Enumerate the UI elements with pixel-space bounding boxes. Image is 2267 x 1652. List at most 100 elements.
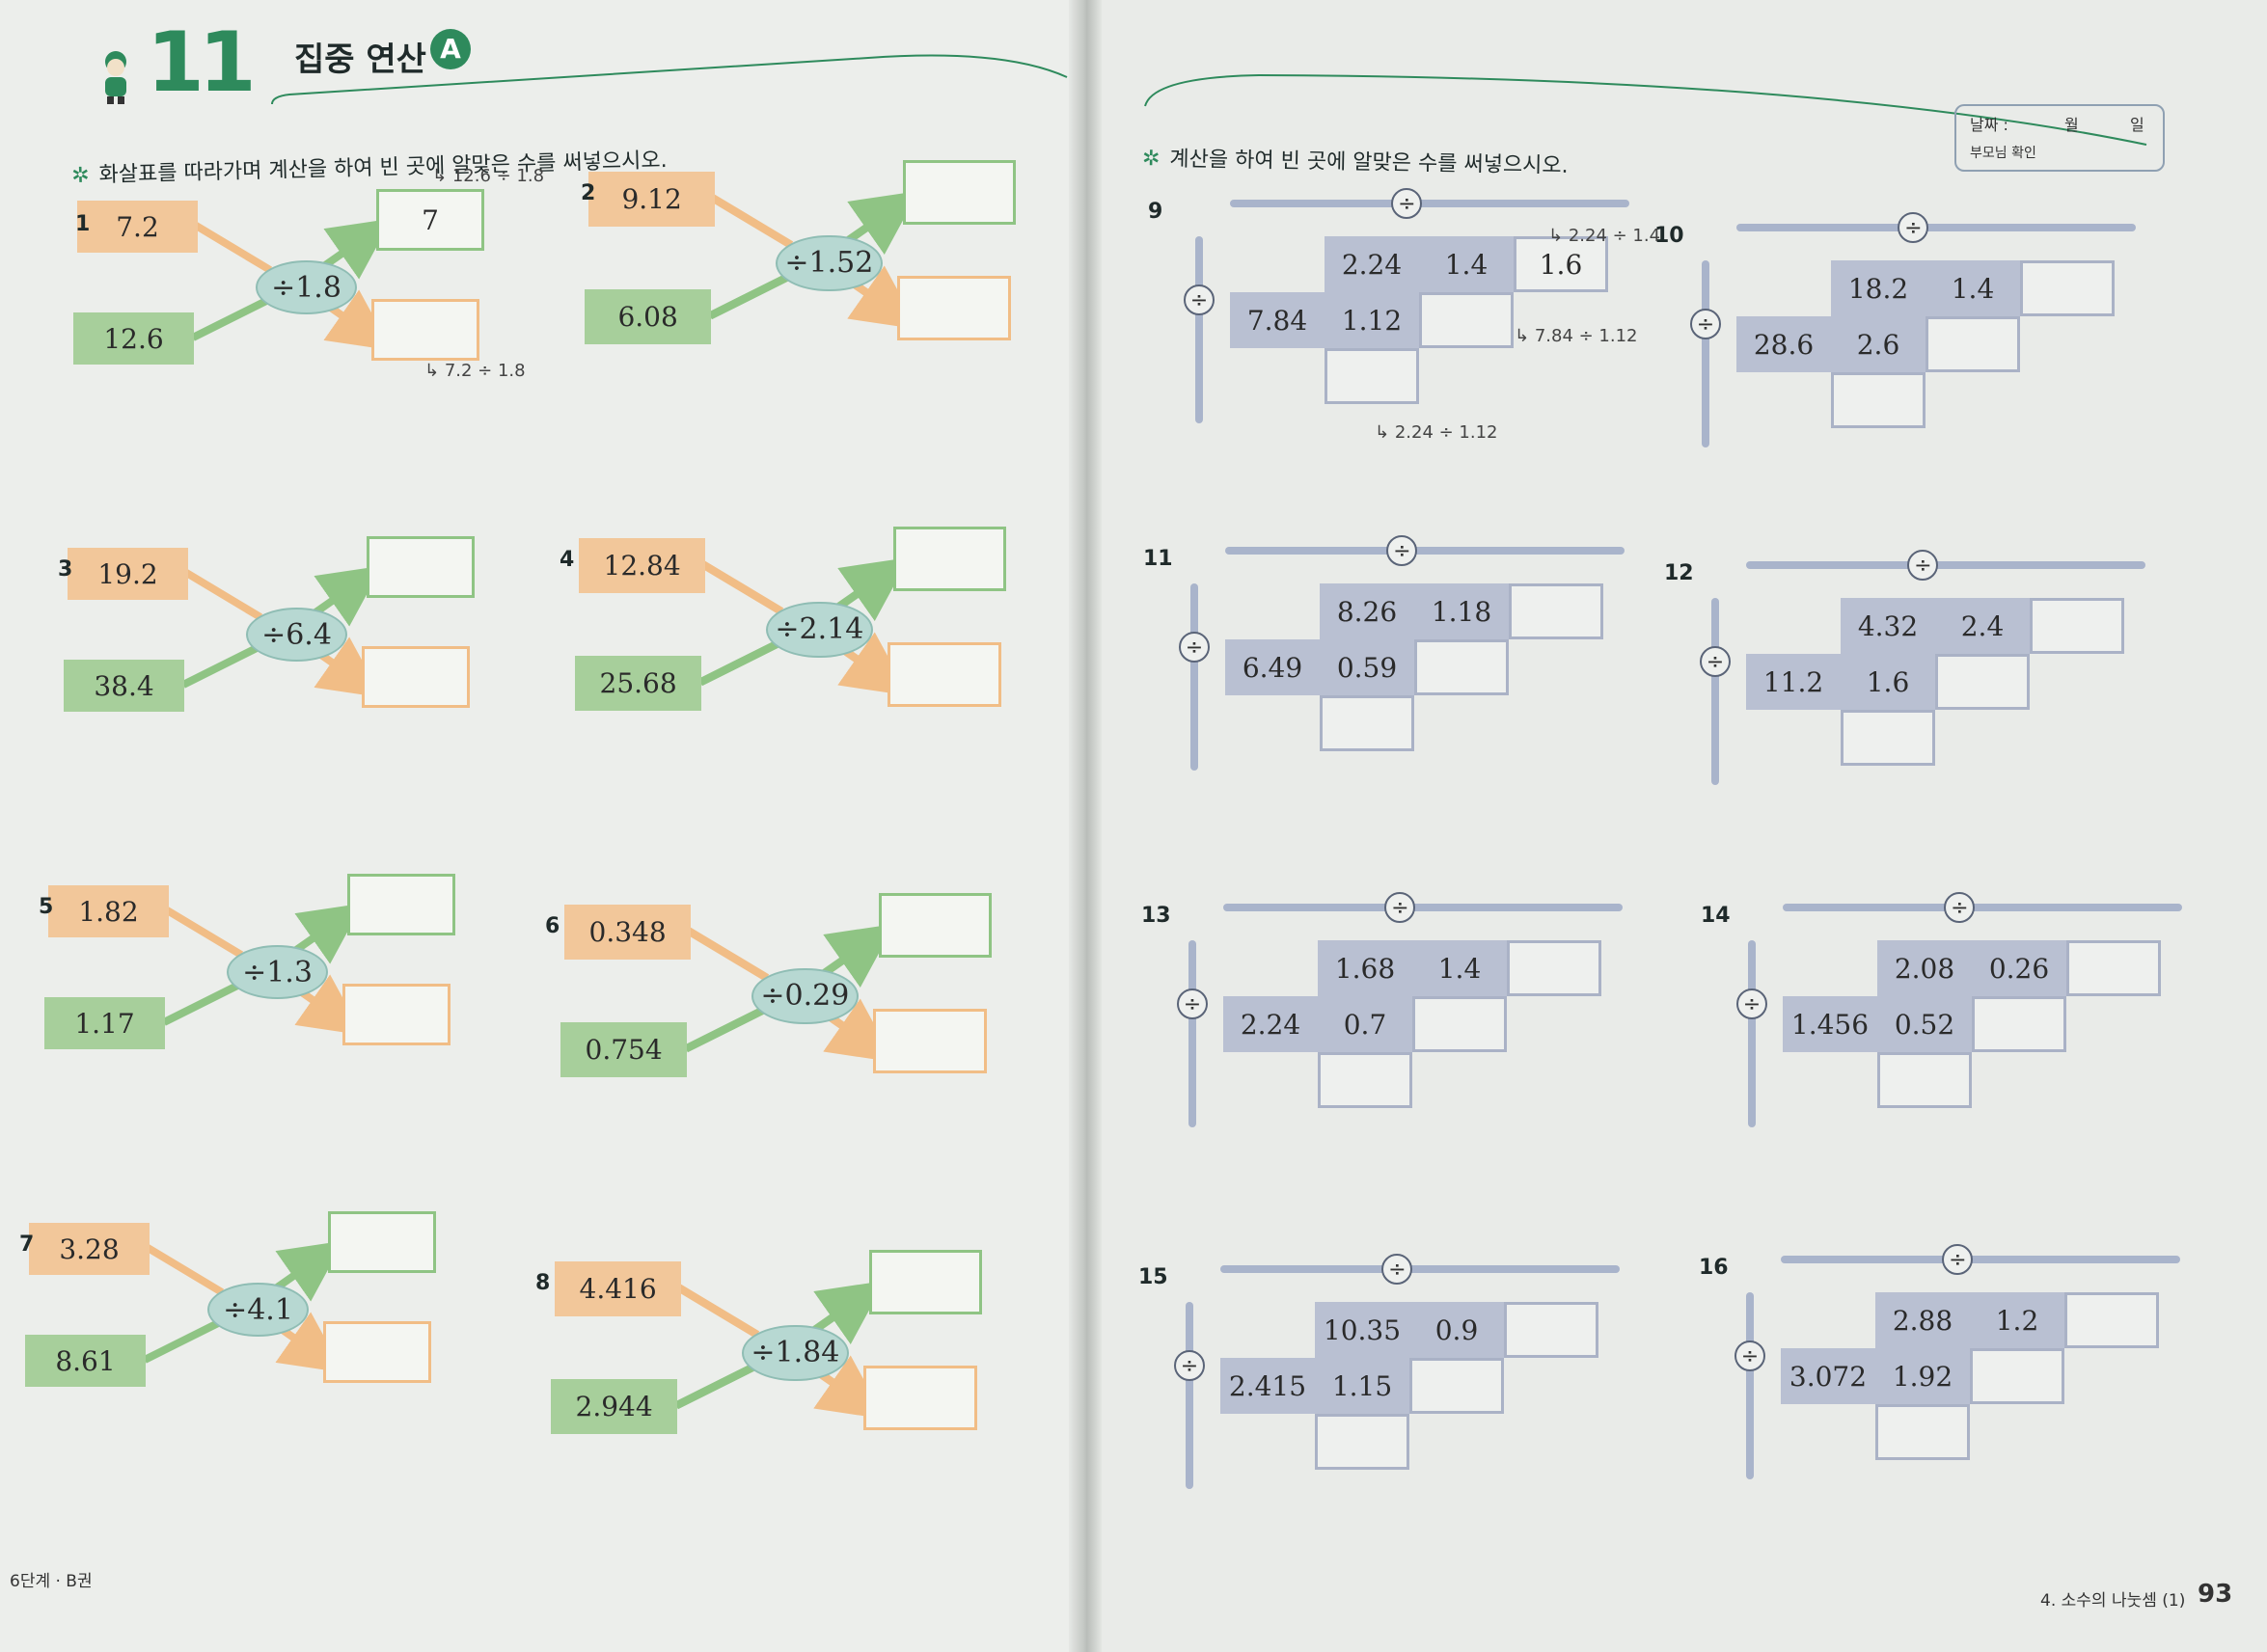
divide-icon: ÷ xyxy=(1907,550,1939,581)
grid-answer-ab[interactable] xyxy=(2064,1292,2159,1348)
answer-top-box[interactable] xyxy=(868,1249,983,1314)
divide-icon: ÷ xyxy=(1898,212,1929,243)
divide-icon: ÷ xyxy=(1384,892,1416,923)
divide-icon: ÷ xyxy=(1700,646,1731,677)
grid-answer-ab[interactable] xyxy=(2066,940,2161,996)
grid-hint-text: 2.24 ÷ 1.4 xyxy=(1568,226,1661,246)
grid-cell-d: 1.12 xyxy=(1325,292,1419,348)
answer-bottom-box[interactable] xyxy=(873,1008,987,1073)
grid-answer-ac[interactable] xyxy=(1877,1052,1972,1108)
month-label: 월 xyxy=(2064,116,2079,134)
problem-number: 5 xyxy=(39,895,54,919)
dividend-bottom-box: 2.944 xyxy=(551,1379,678,1434)
grid-cell-b: 1.4 xyxy=(1419,236,1514,292)
answer-bottom-box[interactable] xyxy=(362,646,470,708)
divisor-oval: ÷6.4 xyxy=(246,608,347,662)
answer-top-box[interactable] xyxy=(892,526,1007,591)
grid-cell-a: 2.88 xyxy=(1875,1292,1970,1348)
answer-bottom-box[interactable] xyxy=(888,641,1001,707)
grid-answer-ac[interactable] xyxy=(1318,1052,1412,1108)
answer-top-box[interactable] xyxy=(902,159,1017,225)
grid-answer-ac[interactable] xyxy=(1325,348,1419,404)
divide-icon: ÷ xyxy=(1734,1341,1765,1371)
grid-answer-ac[interactable] xyxy=(1320,695,1414,751)
answer-top-box[interactable] xyxy=(367,536,475,598)
grid-answer-cd[interactable] xyxy=(1412,996,1507,1052)
grid-cell-b: 2.4 xyxy=(1935,598,2030,654)
dividend-bottom-box: 8.61 xyxy=(25,1335,146,1387)
grid-answer-ab[interactable] xyxy=(1507,940,1601,996)
header-curve-left xyxy=(271,54,1068,105)
vertical-divide-arrow xyxy=(1190,583,1198,771)
grid-cell-d: 0.59 xyxy=(1320,639,1414,695)
problem-number: 10 xyxy=(1654,224,1684,248)
divide-icon: ÷ xyxy=(1381,1254,1413,1285)
answer-top-box[interactable] xyxy=(878,892,993,958)
divisor-oval: ÷2.14 xyxy=(766,601,873,659)
grid-answer-ab[interactable] xyxy=(2020,260,2115,316)
grid-cell-c: 11.2 xyxy=(1746,654,1841,710)
grid-answer-cd[interactable] xyxy=(1935,654,2030,710)
grid-hint-text: 2.24 ÷ 1.12 xyxy=(1394,422,1498,443)
problem-number: 4 xyxy=(560,548,575,572)
grid-cell-b: 1.18 xyxy=(1414,583,1509,639)
divide-icon: ÷ xyxy=(1184,284,1215,315)
horizontal-divide-arrow xyxy=(1746,561,2145,569)
grid-answer-cd[interactable] xyxy=(1409,1358,1504,1414)
grid-hint: ↳ 2.24 ÷ 1.4 xyxy=(1548,226,1660,246)
horizontal-divide-arrow xyxy=(1225,547,1625,555)
answer-bottom-box[interactable] xyxy=(323,1321,431,1383)
grid-answer-cd[interactable] xyxy=(1419,292,1514,348)
answer-bottom-box[interactable] xyxy=(863,1365,977,1430)
grid-answer-ac[interactable] xyxy=(1841,710,1935,766)
divisor-oval: ÷1.3 xyxy=(227,945,328,999)
grid-answer-ab[interactable] xyxy=(1509,583,1603,639)
grid-answer-ab[interactable] xyxy=(2030,598,2124,654)
vertical-divide-arrow xyxy=(1711,598,1719,785)
grid-cell-a: 2.24 xyxy=(1325,236,1419,292)
answer-top-box[interactable] xyxy=(328,1211,436,1273)
grid-answer-ab[interactable] xyxy=(1504,1302,1598,1358)
answer-top-box[interactable] xyxy=(347,874,455,935)
dividend-top-box: 0.348 xyxy=(564,905,692,961)
horizontal-divide-arrow xyxy=(1230,200,1629,207)
hint-arrow-icon: ↳ xyxy=(432,166,452,186)
vertical-divide-arrow xyxy=(1746,1292,1754,1479)
grid-answer-ab[interactable]: 1.6 xyxy=(1514,236,1608,292)
star-icon: ✲ xyxy=(1141,147,1161,172)
hint-bottom: ↳ 7.2 ÷ 1.8 xyxy=(424,361,526,381)
grid-cell-c: 3.072 xyxy=(1781,1348,1875,1404)
grid-answer-cd[interactable] xyxy=(1926,316,2020,372)
horizontal-divide-arrow xyxy=(1781,1256,2180,1263)
answer-bottom-box[interactable] xyxy=(371,299,479,361)
grid-cell-a: 4.32 xyxy=(1841,598,1935,654)
grid-cell-c: 2.415 xyxy=(1220,1358,1315,1414)
hint-arrow-icon: ↳ xyxy=(1375,422,1395,443)
answer-top-box[interactable]: 7 xyxy=(376,189,484,251)
grid-answer-cd[interactable] xyxy=(1972,996,2066,1052)
problem-number: 12 xyxy=(1664,561,1694,585)
grid-answer-cd[interactable] xyxy=(1414,639,1509,695)
unit-number: 11 xyxy=(147,14,257,111)
grid-answer-ac[interactable] xyxy=(1315,1414,1409,1470)
hint-arrow-icon: ↳ xyxy=(1548,226,1569,246)
date-box[interactable]: 날짜 : 월 일 부모님 확인 xyxy=(1954,104,2165,172)
grid-answer-ac[interactable] xyxy=(1875,1404,1970,1460)
chapter-footer: 4. 소수의 나눗셈 (1) xyxy=(2040,1591,2186,1611)
answer-bottom-box[interactable] xyxy=(342,984,451,1045)
grid-answer-cd[interactable] xyxy=(1970,1348,2064,1404)
problem-number: 7 xyxy=(19,1232,35,1257)
header-curve-right xyxy=(1144,73,2147,146)
grid-cell-c: 6.49 xyxy=(1225,639,1320,695)
problem-number: 13 xyxy=(1141,904,1171,928)
problem-number: 6 xyxy=(545,914,560,938)
mascot-icon xyxy=(105,51,126,104)
dividend-bottom-box: 12.6 xyxy=(73,312,194,365)
problem-number: 8 xyxy=(535,1271,551,1295)
grid-answer-ac[interactable] xyxy=(1831,372,1926,428)
horizontal-divide-arrow xyxy=(1223,904,1623,911)
answer-bottom-box[interactable] xyxy=(897,275,1011,340)
hint-top: ↳ 12.6 ÷ 1.8 xyxy=(432,166,544,186)
horizontal-divide-arrow xyxy=(1736,224,2136,231)
grid-cell-c: 1.456 xyxy=(1783,996,1877,1052)
